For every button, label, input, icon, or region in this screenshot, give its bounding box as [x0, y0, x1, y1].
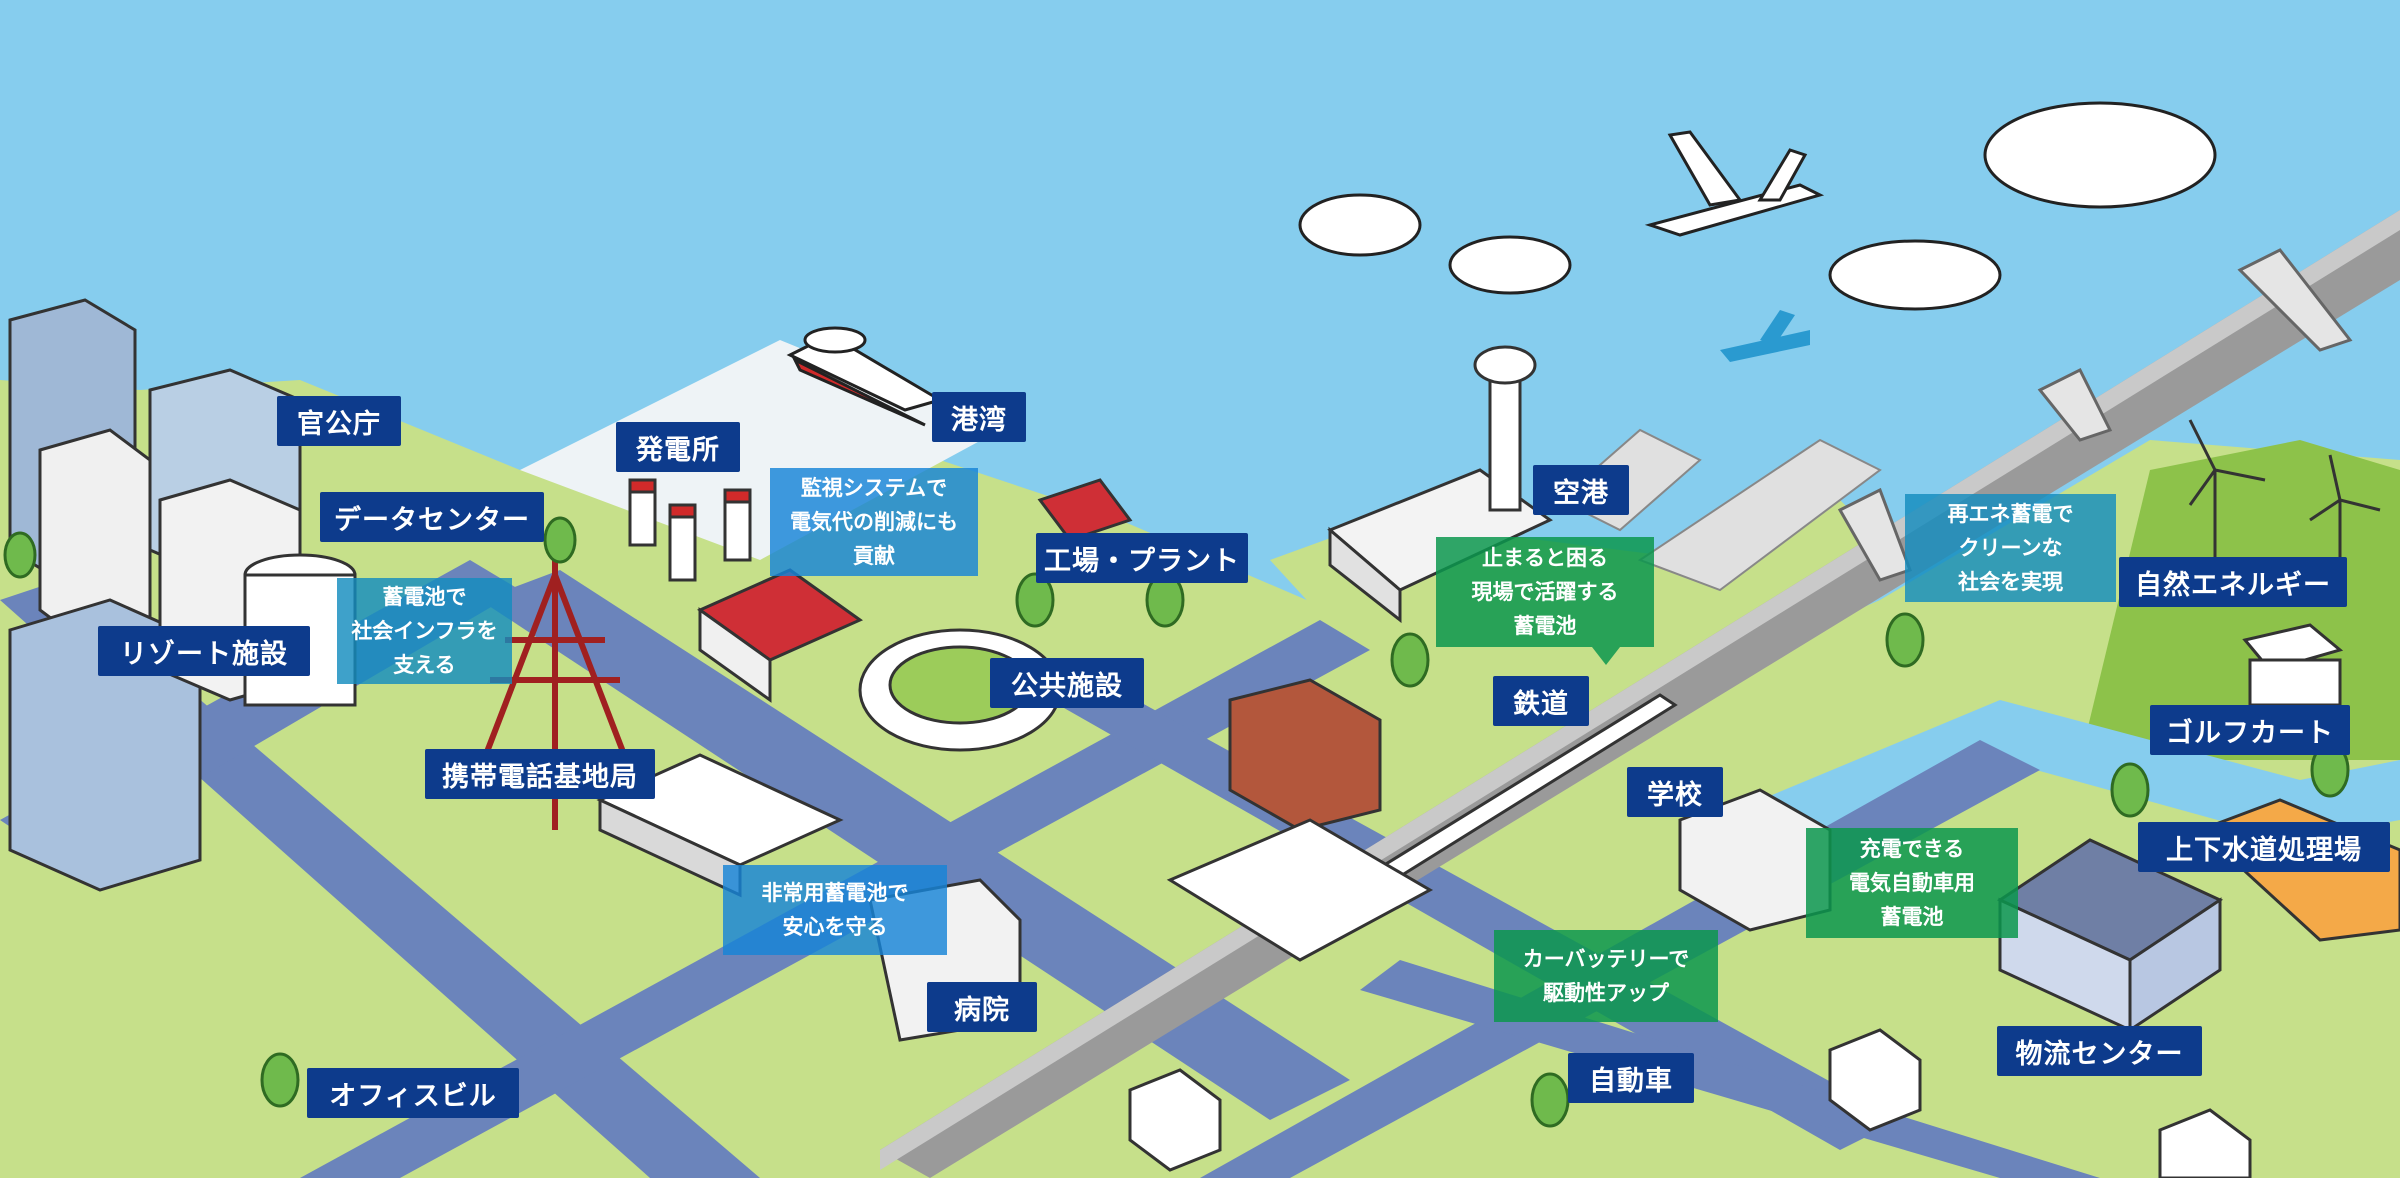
note-renewable-line: 社会を実現 — [1958, 570, 2063, 594]
label-base-station: 携帯電話基地局 — [425, 749, 655, 799]
note-infra-line: 社会インフラを — [351, 619, 498, 643]
label-office: オフィスビル — [307, 1068, 519, 1118]
note-car-battery-line: 駆動性アップ — [1543, 981, 1669, 1005]
note-car-battery-line: カーバッテリーで — [1522, 947, 1690, 971]
note-emergency-line: 安心を守る — [782, 915, 888, 939]
airplane-shadow — [1720, 310, 1810, 362]
note-monitoring-line: 電気代の削減にも — [790, 510, 958, 534]
highway-pillars — [1837, 248, 2353, 582]
note-ev-line: 電気自動車用 — [1849, 871, 1975, 895]
logistics-center — [1996, 838, 2224, 1033]
note-airport: 止まると困る 現場で活躍する 蓄電池 — [1436, 537, 1654, 665]
label-government: 官公庁 — [277, 396, 401, 446]
label-natural-energy: 自然エネルギー — [2119, 557, 2347, 607]
label-car: 自動車 — [1568, 1053, 1694, 1103]
note-infra: 蓄電池で 社会インフラを 支える — [337, 578, 512, 684]
note-monitoring-line: 貢献 — [853, 544, 895, 568]
label-airport: 空港 — [1533, 465, 1629, 515]
note-car-battery: カーバッテリーで 駆動性アップ — [1494, 930, 1718, 1022]
label-school: 学校 — [1627, 767, 1723, 817]
label-factory: 工場・プラント — [1036, 533, 1248, 583]
houses — [1128, 1028, 2252, 1178]
note-ev: 充電できる 電気自動車用 蓄電池 — [1806, 828, 2018, 938]
label-water-treatment: 上下水道処理場 — [2138, 822, 2390, 872]
label-golf-cart: ゴルフカート — [2150, 705, 2350, 755]
label-power-plant: 発電所 — [616, 422, 740, 472]
note-renewable-line: クリーンな — [1958, 536, 2063, 560]
golf-cart — [2242, 623, 2344, 707]
airplane — [1644, 130, 1825, 237]
note-infra-line: 蓄電池で — [382, 585, 467, 609]
label-logistics: 物流センター — [1997, 1026, 2202, 1076]
label-port: 港湾 — [932, 392, 1026, 442]
note-ev-line: 充電できる — [1859, 837, 1965, 861]
note-infra-line: 支える — [393, 653, 456, 677]
note-emergency-line: 非常用蓄電池で — [761, 881, 909, 905]
trees — [3, 516, 2350, 1128]
label-hospital: 病院 — [927, 982, 1037, 1032]
note-ev-line: 蓄電池 — [1880, 905, 1944, 929]
clouds — [1298, 101, 2217, 311]
chimneys — [628, 478, 752, 582]
note-airport-line: 止まると困る — [1482, 546, 1608, 570]
note-renewable-line: 再エネ蓄電で — [1947, 502, 2074, 526]
factory-buildings — [696, 478, 1133, 703]
cruise-ship — [786, 326, 944, 427]
note-emergency: 非常用蓄電池で 安心を守る — [723, 865, 947, 955]
note-airport-line: 蓄電池 — [1513, 614, 1577, 638]
note-monitoring: 監視システムで 電気代の削減にも 貢献 — [770, 468, 978, 576]
airport-terminal — [1327, 345, 1553, 624]
wind-turbines — [2188, 419, 2381, 560]
label-resort: リゾート施設 — [98, 626, 310, 676]
note-renewable: 再エネ蓄電で クリーンな 社会を実現 — [1905, 494, 2116, 602]
label-railway: 鉄道 — [1493, 676, 1589, 726]
note-airport-line: 現場で活躍する — [1471, 580, 1619, 604]
label-public-facility: 公共施設 — [990, 658, 1144, 708]
runway-2 — [1637, 438, 1882, 592]
note-monitoring-line: 監視システムで — [800, 476, 948, 500]
label-data-center: データセンター — [320, 492, 544, 542]
